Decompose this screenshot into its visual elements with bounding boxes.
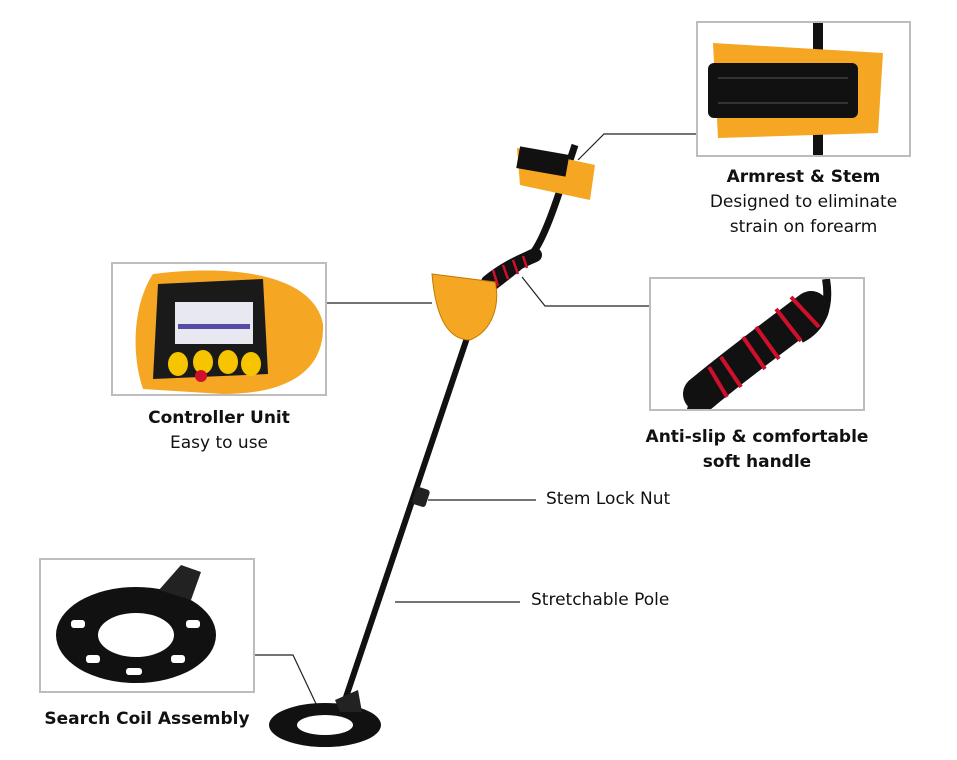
stretchable-pole: [342, 334, 471, 701]
armrest-image-box: [696, 21, 911, 157]
armrest-leader: [577, 133, 696, 161]
handle-image-box: [649, 277, 865, 411]
stem-lock-nut: [412, 487, 430, 507]
coil-caption: Search Coil Assembly: [44, 709, 250, 729]
handle-grip: [481, 248, 542, 289]
controller-caption: Controller Unit Easy to use: [111, 406, 327, 456]
stem-lock-nut-label: Stem Lock Nut: [546, 489, 671, 509]
controller-title: Controller Unit: [148, 408, 290, 428]
armrest-strap: [516, 146, 570, 177]
armrest-desc-line1: Designed to eliminate: [709, 192, 898, 212]
handle-leader: [521, 276, 649, 307]
handle-red-rings: [491, 255, 529, 287]
armrest-desc-line2: strain on forearm: [729, 217, 878, 237]
handle-title-line1: Anti-slip & comfortable: [645, 427, 869, 447]
coil-leader: [254, 654, 319, 709]
handle-title-line2: soft handle: [702, 452, 812, 472]
leader-lines: [254, 133, 696, 709]
controller-image-box: [111, 262, 327, 396]
controller-desc: Easy to use: [169, 433, 269, 453]
armrest-caption: Armrest & Stem Designed to eliminate str…: [696, 165, 911, 240]
armrest-title: Armrest & Stem: [726, 167, 881, 187]
controller-housing: [431, 273, 498, 341]
handle-caption: Anti-slip & comfortable soft handle: [620, 425, 894, 475]
coil-image-box: [39, 558, 255, 693]
stretchable-pole-label: Stretchable Pole: [531, 590, 670, 610]
